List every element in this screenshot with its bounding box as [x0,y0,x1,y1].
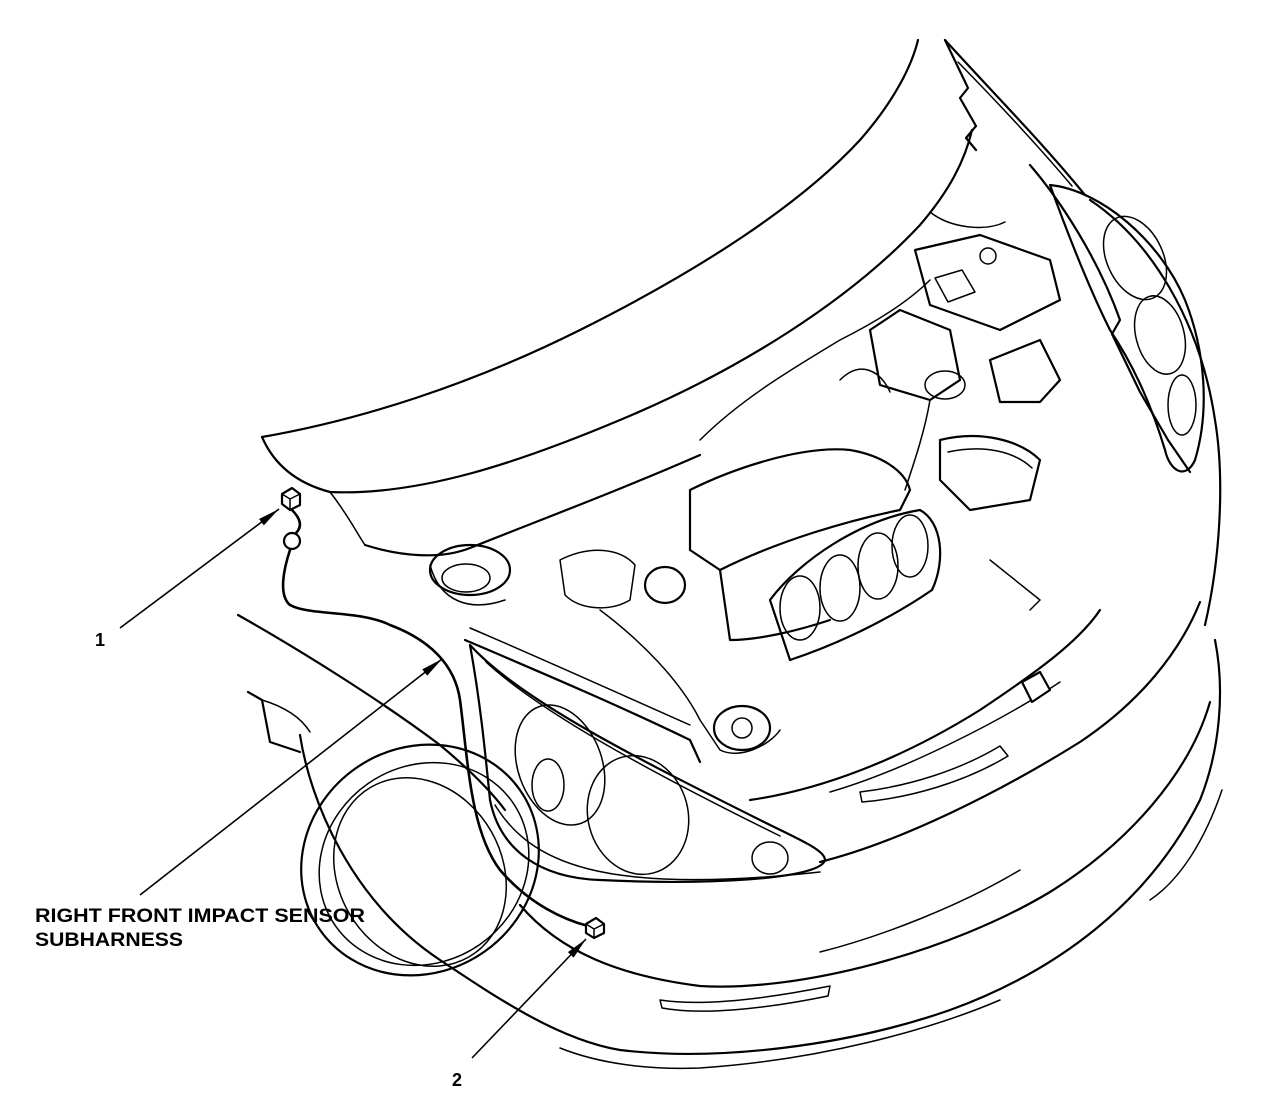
nose-shut-line [748,608,1102,802]
intake-plenum [768,508,942,662]
bumper-outer-edge [298,638,1222,1055]
far-headlight-reflector-3 [1167,374,1197,436]
bumper-lower-slot [659,985,831,1012]
engine-front-face [718,568,832,642]
radiator-support-inner [469,627,691,726]
engine-cover [688,448,912,572]
harness-wire [281,548,590,928]
connector-2-face-line [585,923,605,939]
hood [260,38,1006,546]
upper-hose [839,368,891,393]
intake-runner-2 [819,554,861,622]
bumper-air-intake [819,869,1021,953]
firewall-line [699,279,931,441]
hood-underside-shadow [329,491,366,546]
strut-tower-base [429,564,506,606]
front-emblem [1020,670,1052,704]
impact-sensor-subharness [280,486,606,940]
harness-label-leader [139,658,443,896]
near-headlight-reflector-1 [514,704,606,826]
harness-label-line-1: RIGHT FRONT IMPACT SENSOR [35,906,365,927]
air-intake-duct [924,370,966,400]
near-headlight-lower-trim [494,804,821,881]
alternator-pulley [712,704,772,752]
near-headlight [468,643,827,883]
coolant-reservoir [988,338,1062,404]
fuse-box [938,434,1042,512]
near-headlight-inner-edge [485,661,781,837]
bumper-lower-lip [559,999,1001,1070]
intake-runner-3 [857,532,899,600]
callout-1-leader [119,508,280,629]
battery-terminal [979,247,997,265]
alternator-hub [731,717,753,739]
intake-hose [904,399,931,491]
harness-grommet [282,531,302,551]
far-fender-top-line [943,38,1087,197]
front-bumper [298,600,1223,1070]
fog-lamp-middle-ring [318,761,530,967]
hood-side-edge [943,38,978,152]
harness-wire-pigtail [290,508,302,535]
near-fender [236,613,507,812]
air-cleaner-box [868,308,962,402]
near-headlight-reflector-3 [751,841,789,875]
far-support-bracket [989,559,1041,611]
far-headlight-reflector-1 [1102,215,1168,301]
far-side-body [943,38,1222,627]
far-headlight-reflector-2 [1133,295,1187,375]
far-fender-outer-line [1088,198,1222,627]
grille-lower-line [818,600,1202,864]
near-fender-notch [246,690,302,754]
radiator-support [463,638,702,764]
battery-terminal-box [934,269,976,303]
far-fender-inner-line [957,61,1073,187]
bumper-far-side-line [1149,789,1223,901]
hood-seal-line [929,211,1006,229]
near-headlight-bulb [531,758,565,812]
annotations: 1 2 RIGHT FRONT IMPACT SENSOR SUBHARNESS [35,508,587,1090]
fuse-box-lid-line [947,448,1033,469]
fog-lamp-lens [332,776,508,968]
near-fog-lamp [300,743,540,977]
harness-label-line-2: SUBHARNESS [35,930,183,951]
far-headlight-outline [1048,183,1205,473]
throttle-linkage [599,609,781,754]
throttle-body [643,565,687,605]
callout-2-label: 2 [452,1070,462,1090]
callout-2-leader [471,938,587,1059]
callout-1-label: 1 [95,630,105,650]
bumper-upper-line [518,700,1212,988]
near-headlight-outline [468,643,827,883]
hood-outer-edge [260,38,920,439]
intake-runner-1 [779,575,821,641]
far-hood-shut-line [1028,163,1192,474]
far-lower-lamp [859,745,1009,803]
engine-bay [363,233,1062,764]
near-fender-inner-line [261,699,311,733]
fog-lamp-outer-ring [300,743,540,977]
front-bulkhead-lip [363,453,702,557]
battery [913,233,1062,332]
strut-tower-cap [441,563,491,593]
strut-tower [428,543,512,597]
near-fender-top-line [236,613,507,812]
connector-1-face-line [281,493,301,511]
brake-booster [559,549,636,609]
near-headlight-reflector-2 [586,754,690,876]
intake-runner-4 [891,514,929,578]
